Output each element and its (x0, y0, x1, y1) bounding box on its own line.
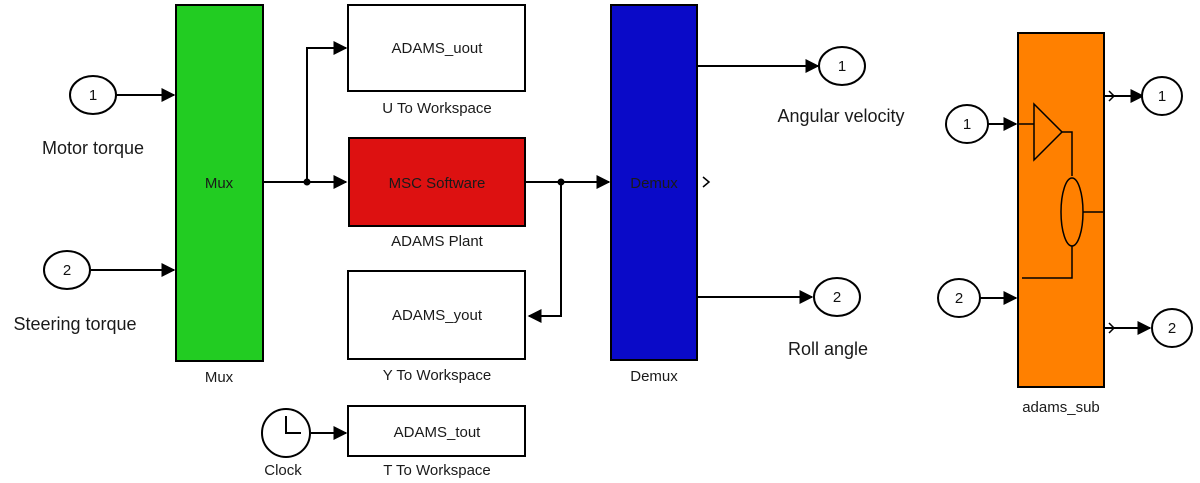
demux-caption: Demux (630, 368, 678, 385)
sub-out2-chevron (1108, 322, 1116, 334)
y-workspace-variable: ADAMS_yout (392, 307, 483, 324)
wire-mux-to-u-workspace (306, 41, 348, 182)
adams-sub-block[interactable] (1017, 32, 1116, 388)
sub-inport-number: 2 (955, 290, 963, 307)
outport-number: 2 (833, 289, 841, 306)
t-workspace-caption: T To Workspace (383, 462, 491, 479)
inport-number: 1 (89, 87, 97, 104)
sub-inport-number: 1 (963, 116, 971, 133)
sub-outport-oval (1151, 308, 1193, 348)
connection-lines (91, 41, 1152, 440)
sub-out1-chevron (1108, 90, 1116, 102)
mux-caption: Mux (205, 369, 234, 386)
adams-plant-block[interactable]: MSC Software (348, 137, 526, 227)
outport-roll-angle[interactable]: 2 (813, 277, 861, 317)
outport-label-angular-velocity: Angular velocity (777, 106, 904, 126)
sub-inport-oval (937, 278, 981, 318)
clock-block[interactable] (261, 408, 311, 458)
demux-inner-label: Demux (630, 175, 678, 192)
adams-sub-caption: adams_sub (1022, 399, 1100, 416)
t-workspace-body (347, 405, 526, 457)
u-workspace-caption: U To Workspace (382, 100, 492, 117)
sub-inport-oval (945, 104, 989, 144)
demux-body (610, 4, 698, 361)
y-workspace-caption: Y To Workspace (383, 367, 491, 384)
wire-plant-to-y-workspace (527, 182, 562, 323)
adams-sub-internal-icon (1018, 102, 1104, 279)
inport-oval (69, 75, 117, 115)
outport-oval (818, 46, 866, 86)
clock-caption: Clock (264, 462, 302, 479)
outport-angular-velocity[interactable]: 1 (818, 46, 866, 86)
demux-output-chevron (702, 176, 711, 188)
t-workspace-variable: ADAMS_tout (394, 424, 482, 441)
sub-outport-2[interactable]: 2 (1151, 308, 1193, 348)
branch-point (557, 178, 565, 186)
inport-oval (43, 250, 91, 290)
inport-number: 2 (63, 262, 71, 279)
mux-inner-label: Mux (205, 175, 234, 192)
plant-caption: ADAMS Plant (391, 233, 484, 250)
sub-outport-oval (1141, 76, 1183, 116)
u-workspace-body (347, 4, 526, 92)
outport-label-roll-angle: Roll angle (788, 339, 868, 359)
u-to-workspace-block[interactable]: ADAMS_uout (347, 4, 526, 92)
inport-motor-torque[interactable]: 1 (69, 75, 117, 115)
inport-label-motor-torque: Motor torque (42, 138, 144, 158)
plant-body (348, 137, 526, 227)
outport-oval (813, 277, 861, 317)
inport-steering-torque[interactable]: 2 (43, 250, 91, 290)
sub-outport-number: 1 (1158, 88, 1166, 105)
y-workspace-body (347, 270, 526, 360)
sub-outport-number: 2 (1168, 320, 1176, 337)
inport-label-steering-torque: Steering torque (13, 314, 136, 334)
mux-body (175, 4, 264, 362)
u-workspace-variable: ADAMS_uout (392, 40, 484, 57)
sub-inport-2[interactable]: 2 (937, 278, 981, 318)
branch-point (303, 178, 311, 186)
y-to-workspace-block[interactable]: ADAMS_yout (347, 270, 526, 360)
clock-hands (285, 416, 301, 434)
plant-inner-label: MSC Software (389, 175, 486, 192)
t-to-workspace-block[interactable]: ADAMS_tout (347, 405, 526, 457)
mux-block[interactable]: Mux (175, 4, 264, 362)
sub-outport-1[interactable]: 1 (1141, 76, 1183, 116)
sub-inport-1[interactable]: 1 (945, 104, 989, 144)
demux-block[interactable]: Demux (610, 4, 711, 361)
outport-number: 1 (838, 58, 846, 75)
